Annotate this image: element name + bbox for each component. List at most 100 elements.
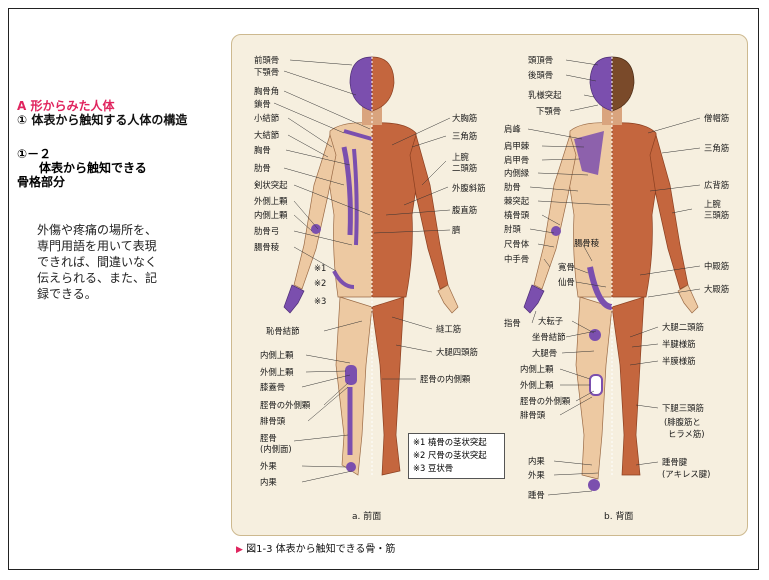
body-line: 伝えられる、また、記 [37, 271, 158, 285]
label-fibula-head: 腓骨頭 [260, 416, 286, 426]
body-paragraph: 外傷や疼痛の場所を、 専門用語を用いて表現 できれば、間違いなく 伝えられる、ま… [37, 222, 197, 302]
label-triceps: 三頭筋 [704, 210, 730, 220]
body-line: 録できる。 [37, 287, 97, 301]
label-back-lateral-malleolus: 外果 [528, 470, 545, 480]
subsection-number: ①－２ [17, 147, 52, 161]
label-spinous-process: 棘突起 [504, 196, 530, 206]
label-triceps-surae: 下腿三頭筋 [662, 403, 704, 413]
label-back-iliac-crest: 腸骨稜 [574, 238, 600, 248]
label-sternal-angle: 胸骨角 [254, 86, 280, 96]
label-trapezius: 僧帽筋 [704, 113, 730, 123]
label-scapula: 肩甲骨 [504, 155, 530, 165]
label-calcaneal-tendon: 踵骨腱 [662, 457, 688, 467]
label-back-tibia-lateral-condyle: 脛骨の外側顆 [520, 396, 571, 406]
label-gastrocnemius-note: (腓腹筋と [664, 417, 701, 427]
label-medial-epicondyle: 内側上顆 [254, 210, 288, 220]
label-iliac-crest: 腸骨稜 [254, 242, 280, 252]
label-xiphoid: 剣状突起 [254, 180, 288, 190]
label-navel: 臍 [452, 225, 461, 235]
label-femur: 大腿骨 [532, 348, 558, 358]
label-tibia-medial-surface: (内側面) [260, 444, 292, 454]
label-ribs: 肋骨 [254, 163, 271, 173]
label-back-fibula-head: 腓骨頭 [520, 410, 546, 420]
label-mark-3: ※3 [314, 296, 327, 306]
label-back-lateral-condyle: 外側上顆 [520, 380, 554, 390]
label-occipital-bone: 後頭骨 [528, 70, 554, 80]
label-upper-arm-back: 上腕 [704, 199, 721, 209]
label-clavicle: 鎖骨 [254, 99, 271, 109]
label-back-ribs: 肋骨 [504, 182, 521, 192]
label-front-medial-condyle: 内側上顆 [260, 350, 294, 360]
label-upper-arm-front: 上腕 [452, 152, 469, 162]
label-external-oblique: 外腹斜筋 [452, 183, 486, 193]
label-soleus-note: ヒラメ筋) [668, 429, 705, 439]
note-line: ※2 尺骨の茎状突起 [413, 450, 487, 460]
label-back-medial-condyle: 内側上顆 [520, 364, 554, 374]
label-deltoid-front: 三角筋 [452, 131, 478, 141]
label-back-mandible: 下顎骨 [536, 106, 562, 116]
section-heading-1: ① 体表から触知する人体の構造 [17, 113, 188, 127]
label-greater-trochanter: 大転子 [538, 316, 564, 326]
label-mastoid: 乳様突起 [528, 90, 562, 100]
label-back-medial-malleolus: 内果 [528, 456, 545, 466]
figure-caption: ▶ 図1-3 体表から触知できる骨・筋 [236, 540, 395, 555]
note-line: ※1 橈骨の茎状突起 [413, 437, 487, 447]
label-lateral-epicondyle: 外側上顆 [254, 196, 288, 206]
label-ulna-body: 尺骨体 [504, 239, 530, 249]
label-achilles-note: (アキレス腱) [662, 469, 711, 479]
leader-lines [273, 59, 701, 496]
label-sternum: 胸骨 [254, 145, 271, 155]
note-line: ※3 豆状骨 [413, 463, 454, 473]
label-sartorius: 縫工筋 [436, 324, 462, 334]
notes-box: ※1 橈骨の茎状突起 ※2 尺骨の茎状突起 ※3 豆状骨 [408, 433, 505, 479]
label-ischial-tuberosity: 坐骨結節 [532, 332, 566, 342]
label-greater-tubercle: 大結節 [254, 130, 280, 140]
view-label-back: b. 背面 [604, 512, 634, 522]
label-pubic-tubercle: 恥骨結節 [266, 326, 300, 336]
label-medial-malleolus: 内果 [260, 477, 277, 487]
back-body-figure [523, 53, 699, 491]
label-semitendinosus: 半腱様筋 [662, 339, 696, 349]
label-mandible: 下顎骨 [254, 67, 280, 77]
label-radial-head: 橈骨頭 [504, 210, 530, 220]
label-mark-2: ※2 [314, 278, 327, 288]
label-rectus-abdominis: 腹直筋 [452, 205, 478, 215]
label-frontal-bone: 前頭骨 [254, 55, 280, 65]
caption-marker-icon: ▶ [236, 545, 243, 555]
label-sacrum: 仙骨 [558, 277, 575, 287]
label-scapular-spine: 肩甲棘 [504, 141, 530, 151]
label-gluteus-medius: 中殿筋 [704, 261, 730, 271]
label-tibia-medial-condyle: 脛骨の内側顆 [420, 374, 471, 384]
label-medial-border: 内側縁 [504, 168, 530, 178]
section-heading-a: A 形からみた人体 [17, 99, 115, 113]
anatomy-illustration [273, 53, 701, 496]
label-calcaneus: 踵骨 [528, 490, 545, 500]
subsection-title-line1: 体表から触知できる [39, 161, 147, 175]
label-lesser-tubercle: 小結節 [254, 113, 280, 123]
label-pectoralis-major: 大胸筋 [452, 113, 478, 123]
subsection-title-line2: 骨格部分 [17, 175, 66, 189]
body-line: できれば、間違いなく [37, 255, 158, 269]
label-metacarpal: 中手骨 [504, 254, 530, 264]
label-semimembranosus: 半膜様筋 [662, 356, 696, 366]
label-biceps: 二頭筋 [452, 163, 478, 173]
label-patella: 膝蓋骨 [260, 382, 286, 392]
body-line: 外傷や疼痛の場所を、 [37, 223, 158, 237]
label-parietal-bone: 頭頂骨 [528, 55, 554, 65]
label-gluteus-maximus: 大殿筋 [704, 284, 730, 294]
label-front-lateral-condyle: 外側上顆 [260, 367, 294, 377]
label-costal-arch: 肋骨弓 [254, 226, 280, 236]
view-label-front: a. 前面 [352, 512, 382, 522]
label-deltoid-back: 三角筋 [704, 143, 730, 153]
label-latissimus: 広背筋 [704, 180, 730, 190]
label-lateral-malleolus: 外果 [260, 461, 277, 471]
label-tibia-lateral-condyle: 脛骨の外側顆 [260, 400, 311, 410]
front-body-figure [283, 53, 459, 476]
label-acromion: 肩峰 [504, 124, 521, 134]
caption-text: 図1-3 体表から触知できる骨・筋 [246, 544, 396, 555]
label-mark-1: ※1 [314, 263, 327, 273]
body-line: 専門用語を用いて表現 [37, 239, 157, 253]
label-tibia: 脛骨 [260, 433, 277, 443]
label-hip-bone: 寛骨 [558, 262, 575, 272]
anatomy-figure: 前頭骨 下顎骨 胸骨角 鎖骨 小結節 大結節 胸骨 肋骨 剣状突起 外側上顆 内… [231, 34, 748, 536]
